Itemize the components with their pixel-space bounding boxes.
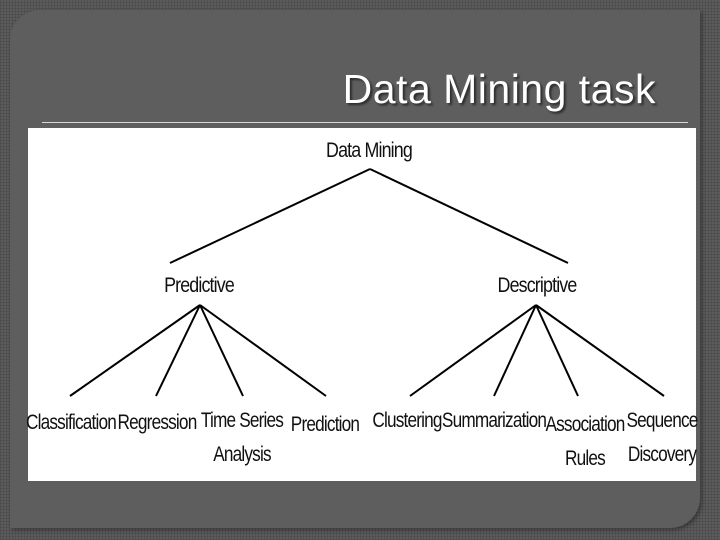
node-association-rules: Association Rules: [545, 408, 625, 475]
node-classification: Classification: [26, 406, 117, 440]
tree-diagram: Data Mining Predictive Descriptive Class…: [26, 128, 698, 481]
edge-descriptive-association: [535, 304, 579, 397]
node-regression: Regression: [117, 406, 198, 440]
edge-predictive-regression: [155, 304, 201, 397]
node-label: Classification: [26, 411, 117, 434]
title-divider: [42, 122, 688, 123]
node-descriptive: Descriptive: [497, 274, 578, 297]
node-label-line1: Association: [545, 413, 625, 436]
edge-root-descriptive: [369, 168, 569, 264]
node-summarization: Summarization: [441, 404, 547, 438]
edge-descriptive-summarization: [493, 304, 537, 397]
node-label-line2: Rules: [565, 446, 606, 470]
node-label: Prediction: [290, 413, 360, 436]
node-label-line1: Sequence: [626, 409, 698, 432]
connector-lines: [69, 168, 665, 397]
node-label: Regression: [117, 411, 198, 434]
edge-predictive-classification: [69, 304, 201, 397]
node-time-series-analysis: Time Series Analysis: [200, 404, 284, 471]
slide-title: Data Mining task: [342, 66, 656, 112]
node-clustering: Clustering: [372, 404, 442, 438]
edge-descriptive-clustering: [409, 304, 537, 397]
node-label-line1: Time Series: [200, 409, 284, 432]
node-label-line2: Discovery: [627, 442, 697, 466]
node-predictive: Predictive: [164, 274, 235, 297]
edge-predictive-prediction: [199, 304, 327, 397]
node-label: Clustering: [372, 409, 442, 432]
node-prediction: Prediction: [290, 408, 360, 442]
edge-root-predictive: [169, 168, 371, 264]
node-sequence-discovery: Sequence Discovery: [626, 404, 698, 471]
node-label-line2: Analysis: [213, 442, 271, 466]
edge-predictive-timeseries: [199, 304, 244, 397]
node-root: Data Mining: [326, 139, 413, 162]
node-label: Summarization: [441, 409, 547, 432]
edge-descriptive-sequence: [535, 304, 665, 397]
